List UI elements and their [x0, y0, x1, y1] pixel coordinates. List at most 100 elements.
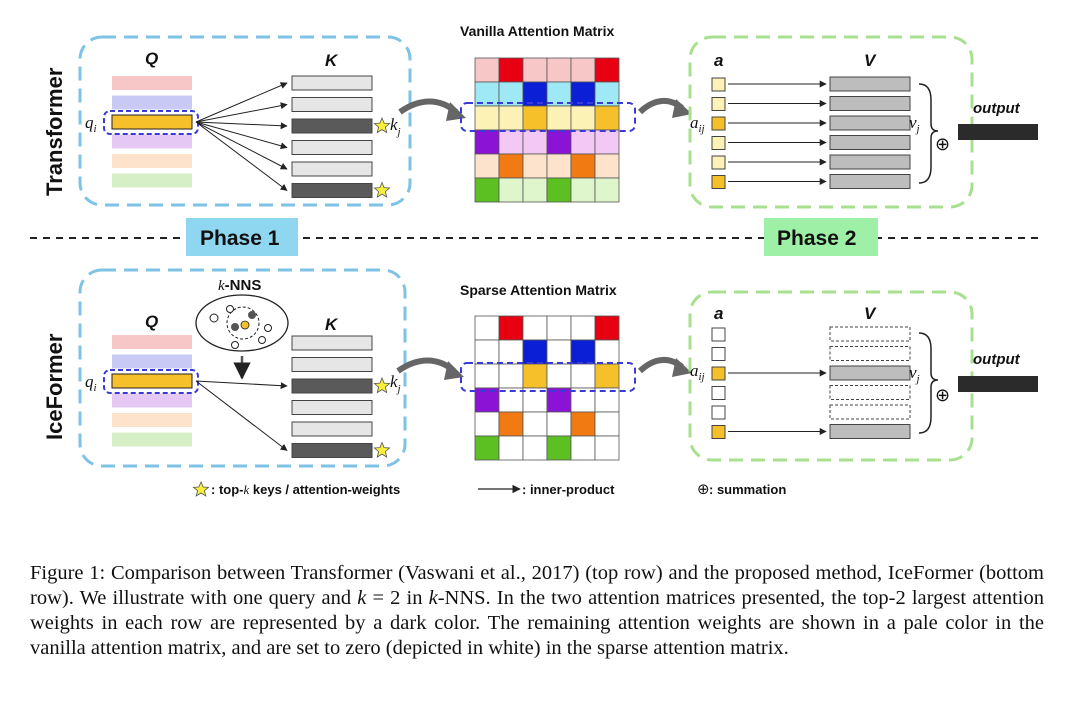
phase2-badge [764, 218, 878, 256]
k-j-label: kj [390, 115, 401, 138]
matrix-cell [498, 363, 524, 389]
matrix-cell [570, 129, 596, 155]
matrix-cell [474, 315, 500, 341]
output-bar-bottom [958, 376, 1038, 392]
sparse-attention-matrix [474, 315, 620, 461]
a-ij-label: aij [690, 113, 705, 135]
query-bar [112, 413, 192, 427]
value-brace-iceformer [918, 332, 939, 434]
query-bar [112, 432, 192, 447]
figure-caption: Figure 1: Comparison between Transformer… [30, 562, 1044, 659]
matrix-cell [594, 177, 620, 203]
matrix-cell [546, 435, 572, 461]
legend-sum-symbol: ⊕ [697, 481, 710, 498]
query-stack-transformer [111, 76, 193, 188]
q-column-label-bottom: Q [145, 312, 158, 331]
matrix-cell [498, 315, 524, 341]
matrix-cell [522, 363, 548, 389]
inner-product-arrows-iceformer [195, 380, 288, 451]
q-i-label: qi [85, 113, 97, 135]
row-highlight-vanilla [460, 102, 636, 132]
inner-product-arrow [195, 121, 288, 130]
matrix-cell [498, 177, 524, 203]
matrix-cell [546, 153, 572, 179]
inner-product-arrow [195, 121, 288, 150]
legend-star-icon [192, 481, 210, 497]
query-bar [112, 393, 192, 408]
query-bar [112, 354, 192, 369]
matrix-cell [522, 339, 548, 365]
matrix-cell [546, 105, 572, 131]
matrix-cell [522, 105, 548, 131]
query-bar [112, 134, 192, 149]
attention-weights-transformer [711, 77, 827, 189]
v-column-label: V [864, 51, 877, 70]
value-bar [829, 96, 911, 111]
q-column-label: Q [145, 49, 158, 68]
key-bar [291, 183, 373, 198]
query-bar [112, 173, 192, 188]
key-bar [291, 140, 373, 155]
key-bar [291, 421, 373, 437]
curved-arrow-head-phase2-top [672, 99, 692, 118]
matrix-cell [498, 153, 524, 179]
matrix-cell [594, 129, 620, 155]
attention-weight-box [711, 405, 726, 420]
summation-symbol-bottom: ⊕ [935, 385, 950, 405]
value-bar [829, 385, 911, 400]
key-bar [291, 443, 373, 458]
sparse-matrix-title: Sparse Attention Matrix [460, 282, 617, 298]
phase2-label: Phase 2 [777, 227, 856, 250]
matrix-cell [570, 411, 596, 437]
matrix-cell [546, 57, 572, 83]
attention-weight-box [711, 155, 726, 170]
output-bar-top [958, 124, 1038, 140]
matrix-cell [594, 57, 620, 83]
star-icon [373, 181, 391, 198]
a-column-label: a [714, 51, 723, 70]
inner-product-arrow [195, 380, 288, 390]
q-i-label-bottom: qi [85, 372, 97, 394]
matrix-cell [594, 153, 620, 179]
curved-arrow-to-matrix-top [398, 98, 458, 115]
knns-label: k-NNS [218, 277, 261, 294]
matrix-cell [522, 57, 548, 83]
key-bar [291, 357, 373, 372]
key-bar [291, 97, 373, 112]
output-label-top: output [973, 100, 1021, 117]
value-brace-transformer [918, 83, 939, 184]
legend-arrow-text: : inner-product [522, 482, 615, 497]
value-bar [829, 135, 911, 150]
key-bar [291, 378, 373, 394]
a-column-label-bottom: a [714, 304, 723, 323]
phase1-badge [186, 218, 298, 256]
phase2-box-transformer [688, 35, 974, 209]
query-bar [112, 95, 192, 110]
matrix-cell [594, 339, 620, 365]
row-label-iceformer: IceFormer [42, 333, 67, 440]
matrix-cell [594, 105, 620, 131]
matrix-cell [570, 363, 596, 389]
matrix-cell [498, 435, 524, 461]
key-bar [291, 161, 373, 177]
vanilla-attention-matrix [474, 57, 620, 203]
curved-arrow-head-bottom [444, 361, 464, 380]
curved-arrow-head-top [446, 102, 466, 121]
matrix-cell [546, 411, 572, 437]
inner-product-arrow [195, 102, 288, 123]
attention-weight-box [711, 116, 726, 131]
vanilla-matrix-title: Vanilla Attention Matrix [460, 23, 614, 39]
query-bar [112, 154, 192, 168]
value-bar [829, 154, 911, 170]
star-icon [373, 376, 391, 394]
value-bar [829, 404, 911, 420]
matrix-cell [546, 363, 572, 389]
key-stack-transformer [291, 75, 391, 198]
attention-weights-iceformer [711, 327, 827, 439]
matrix-cell [522, 153, 548, 179]
row-label-transformer: Transformer [42, 67, 67, 196]
star-icon [373, 116, 391, 134]
matrix-cell [474, 129, 500, 155]
attention-weight-box [711, 366, 726, 381]
matrix-cell [594, 315, 620, 341]
